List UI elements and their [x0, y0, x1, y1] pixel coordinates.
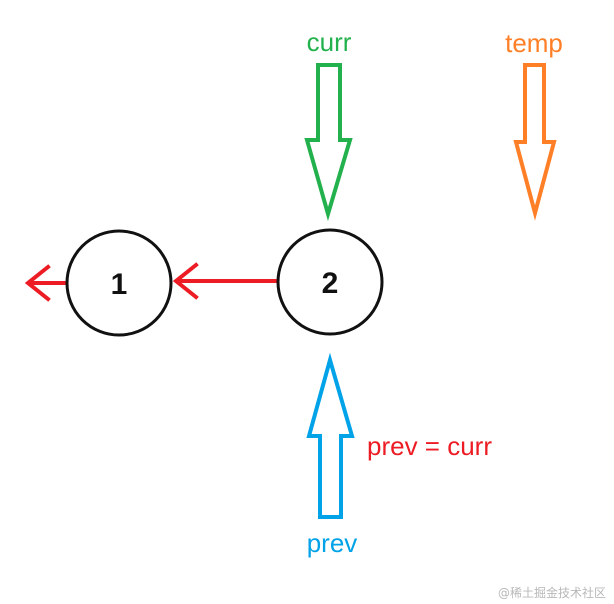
assignment-annotation: prev = curr [367, 431, 492, 461]
temp-arrow [513, 63, 557, 221]
node-2-value: 2 [322, 267, 339, 300]
node-1-value: 1 [111, 268, 128, 301]
node-2-circle [276, 228, 384, 336]
curr-arrow [304, 63, 353, 222]
watermark-text: @稀土掘金技术社区 [498, 585, 606, 600]
prev-arrow [306, 352, 355, 519]
prev-label: prev [307, 528, 358, 558]
curr-label: curr [307, 27, 352, 57]
node-1-circle [65, 229, 173, 337]
temp-label: temp [505, 28, 563, 58]
node-2: 2 [276, 228, 384, 336]
node2-next-arrowhead [172, 262, 199, 300]
node-1: 1 [65, 229, 173, 337]
node1-next-arrowhead [24, 264, 51, 302]
